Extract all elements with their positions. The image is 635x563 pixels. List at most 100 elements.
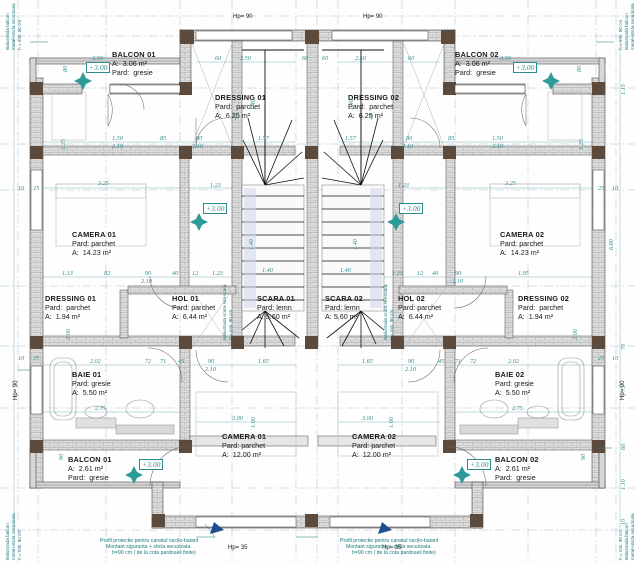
dimension-text-vertical: 1.15 — [620, 84, 627, 95]
dimension-text-vertical: 40 — [232, 113, 239, 120]
room-area-line: A: 5.50 m² — [495, 388, 531, 398]
room-label-balcon-02-bottom: BALCON 02 A: 2.61 m² Pard: gresie — [495, 455, 539, 483]
dimension-text: 10 — [18, 355, 25, 362]
room-label-scara-01: SCARA 01 Pard: lemn A: 5.60 m² — [257, 294, 295, 322]
dimension-text: 2.10 — [205, 366, 216, 373]
dimension-text: 85 — [448, 135, 455, 142]
room-area-line: A: 5.60 m² — [257, 312, 291, 322]
dimension-text: 2.10 — [452, 278, 463, 285]
room-area-line: A: 6.44 m² — [172, 312, 208, 322]
dimension-text: 90 — [145, 270, 152, 277]
dimension-text: 25 — [33, 355, 40, 362]
level-marker: +3.00 — [467, 459, 492, 470]
room-area-line: A: 1.94 m² — [45, 312, 81, 322]
dimension-text: 1.95 — [518, 270, 529, 277]
room-name: BALCON 01 — [112, 50, 156, 59]
room-area-line: A: 3.06 m² — [455, 59, 491, 69]
annotation-note-vertical: Balustrada balcon — [5, 523, 10, 560]
dimension-text: 2.10 — [405, 366, 416, 373]
annotation-note-vertical: Balustrada balcon — [624, 523, 629, 560]
dimension-text: 1.57 — [345, 135, 356, 142]
dimension-text-vertical: 1.00 — [250, 417, 257, 428]
room-area-line: A: 12.00 m² — [222, 450, 262, 460]
room-area-line: A: 5.60 m² — [325, 312, 359, 322]
room-name: DRESSING 02 — [518, 294, 570, 303]
dimension-text: 1.13 — [62, 270, 73, 277]
room-area-line: A: 14.23 m² — [500, 248, 540, 258]
furniture — [51, 91, 583, 457]
room-label-balcon-01: BALCON 01 A: 3.06 m² Pard: gresie — [112, 50, 156, 78]
room-name: BAIE 01 — [72, 370, 102, 379]
room-label-camera-01-bottom: CAMERA 01 Pard: parchet A: 12.00 m² — [222, 432, 266, 460]
room-floor-line: Pard: parchet — [45, 303, 91, 313]
dimension-text: 3.00 — [232, 415, 243, 422]
annotation-note: h=90 cm ( de la cota pardoseii finite) — [112, 550, 196, 556]
annotation-note-vertical: h = min. 90 cm — [228, 309, 233, 340]
dimension-text-vertical: 2.00 — [572, 329, 579, 340]
dimension-text: 2.10 — [402, 143, 413, 150]
dimension-text: 25 — [598, 185, 605, 192]
dimension-text-vertical: 1.10 — [620, 479, 627, 490]
dimension-text: 3.50 — [92, 55, 103, 62]
room-name: BALCON 01 — [68, 455, 112, 464]
dimension-text: 25 — [598, 355, 605, 362]
annotation-note-vertical: Balustrada balcon — [5, 13, 10, 50]
room-label-baie-01: BAIE 01 Pard: gresie A: 5.50 m² — [72, 370, 111, 398]
dimension-text: 60 — [302, 55, 309, 62]
dimension-text: 60 — [408, 55, 415, 62]
dimension-text: 40 — [172, 270, 179, 277]
dimension-text: 2.10 — [141, 278, 152, 285]
staircase-02 — [321, 49, 385, 348]
room-area-line: A: 6.25 m² — [348, 111, 384, 121]
annotation-note-vertical: Balustrada scara Hol-scara — [383, 284, 388, 340]
dimension-text: 2.02 — [508, 358, 519, 365]
dimension-text-vertical: 1.25 — [60, 139, 67, 150]
dimension-text: 1.23 — [398, 182, 409, 189]
dimension-text: 40 — [432, 270, 439, 277]
dimension-text: 1.65 — [362, 358, 373, 365]
room-floor-line: Pard: parchet — [500, 239, 544, 249]
level-marker: +3.00 — [203, 203, 228, 214]
dimension-text: 3.50 — [500, 55, 511, 62]
room-label-hol-02: HOL 02 Pard: parchet A: 6.44 m² — [398, 294, 441, 322]
dimension-text-vertical: 75 — [620, 385, 627, 392]
room-label-dressing-01-mid: DRESSING 01 Pard: parchet A: 1.94 m² — [45, 294, 96, 322]
room-floor-line: Pard: lemn — [325, 303, 360, 313]
room-floor-line: Pard: gresie — [495, 379, 534, 389]
room-label-hol-01: HOL 01 Pard: parchet A: 6.44 m² — [172, 294, 215, 322]
room-area-line: A: 5.50 m² — [72, 388, 108, 398]
room-name: BAIE 02 — [495, 370, 525, 379]
dimension-text: 1.23 — [210, 182, 221, 189]
window-height-label: Hp= 90 — [233, 14, 253, 20]
level-marker: +3.00 — [139, 459, 164, 470]
dimension-text-vertical: 1.00 — [388, 417, 395, 428]
dimension-text: 2.50 — [355, 55, 366, 62]
room-label-dressing-02: DRESSING 02 Pard: parchet A: 6.25 m² — [348, 93, 399, 121]
annotation-note: Montant siguranta + sticla securizata — [106, 544, 191, 550]
window-height-label: Hp= 90 — [363, 14, 383, 20]
room-floor-line: Pard: parchet — [352, 441, 396, 451]
annotation-note-vertical: h = min. 90 cm — [618, 19, 623, 50]
dimension-text: 2.50 — [240, 55, 251, 62]
dimension-text-vertical: 1.40 — [250, 99, 257, 110]
annotation-note-vertical: h = min. 90 cm — [17, 19, 22, 50]
dimension-text: 72 — [470, 358, 477, 365]
dimension-text: 45 — [438, 358, 445, 365]
room-label-scara-02: SCARA 02 Pard: lemn A: 5.60 m² — [325, 294, 363, 322]
annotation-note: Profil protectie pentru canatul oscilo-b… — [340, 538, 439, 544]
door-swings — [107, 83, 527, 487]
room-floor-line: Pard: lemn — [257, 303, 292, 313]
dimension-text: 1.23 — [212, 270, 223, 277]
level-marker: +3.00 — [513, 62, 538, 73]
room-name: SCARA 01 — [257, 294, 295, 303]
room-floor-line: Pard: parchet — [172, 303, 216, 313]
room-label-baie-02: BAIE 02 Pard: gresie A: 5.50 m² — [495, 370, 534, 398]
room-floor-line: Pard: parchet — [215, 102, 261, 112]
dimension-text: 80 — [196, 135, 203, 142]
room-label-camera-02-top: CAMERA 02 Pard: parchet A: 14.23 m² — [500, 230, 544, 258]
dimension-text: 12 — [192, 270, 199, 277]
dimension-text: 2.75 — [512, 405, 523, 412]
dimension-text: 1.65 — [258, 358, 269, 365]
annotation-note: h=90 cm ( de la cota pardoseii finite) — [352, 550, 436, 556]
